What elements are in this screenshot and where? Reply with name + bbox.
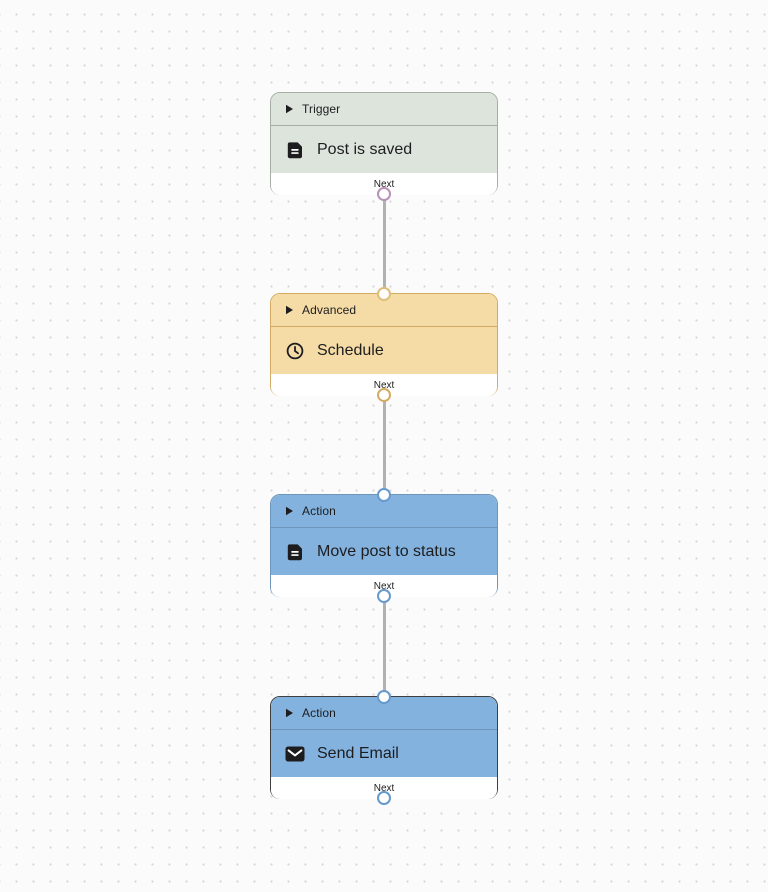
- node-footer: Next: [271, 173, 497, 195]
- output-handle[interactable]: [377, 187, 391, 201]
- node-body: Move post to status: [271, 528, 497, 575]
- next-label: Next: [373, 782, 395, 794]
- node-body: Send Email: [271, 730, 497, 777]
- clock-icon: [285, 341, 305, 361]
- node-category-label: Trigger: [302, 102, 341, 116]
- output-handle[interactable]: [377, 388, 391, 402]
- node-title: Send Email: [317, 744, 399, 762]
- node-body: Post is saved: [271, 126, 497, 173]
- next-label: Next: [373, 178, 395, 190]
- connector-edge: [382, 597, 386, 696]
- node-category-label: Advanced: [302, 303, 357, 317]
- node-header[interactable]: Trigger: [271, 93, 497, 126]
- input-handle[interactable]: [377, 287, 391, 301]
- next-label: Next: [373, 580, 395, 592]
- input-handle[interactable]: [377, 488, 391, 502]
- workflow-node[interactable]: Advanced Schedule Next: [270, 287, 498, 402]
- disclosure-triangle-icon[interactable]: [285, 506, 294, 516]
- output-handle[interactable]: [377, 589, 391, 603]
- disclosure-triangle-icon[interactable]: [285, 305, 294, 315]
- node-title: Move post to status: [317, 542, 456, 560]
- workflow-node[interactable]: Trigger Post is saved Next: [270, 92, 498, 201]
- workflow-node[interactable]: Action Send Email Next: [270, 690, 498, 805]
- node-title: Post is saved: [317, 140, 413, 158]
- disclosure-triangle-icon[interactable]: [285, 104, 294, 114]
- node-category-label: Action: [302, 504, 336, 518]
- next-label: Next: [373, 379, 395, 391]
- disclosure-triangle-icon[interactable]: [285, 708, 294, 718]
- connector-edge: [382, 396, 386, 494]
- node-category-label: Action: [302, 706, 336, 720]
- node-footer: Next: [271, 777, 497, 799]
- connector-edge: [382, 195, 386, 293]
- node-body: Schedule: [271, 327, 497, 374]
- document-icon: [285, 140, 305, 160]
- document-icon: [285, 542, 305, 562]
- workflow-node[interactable]: Action Move post to status Next: [270, 488, 498, 603]
- node-title: Schedule: [317, 341, 384, 359]
- input-handle[interactable]: [377, 690, 391, 704]
- envelope-icon: [285, 746, 305, 762]
- node-footer: Next: [271, 374, 497, 396]
- output-handle[interactable]: [377, 791, 391, 805]
- node-footer: Next: [271, 575, 497, 597]
